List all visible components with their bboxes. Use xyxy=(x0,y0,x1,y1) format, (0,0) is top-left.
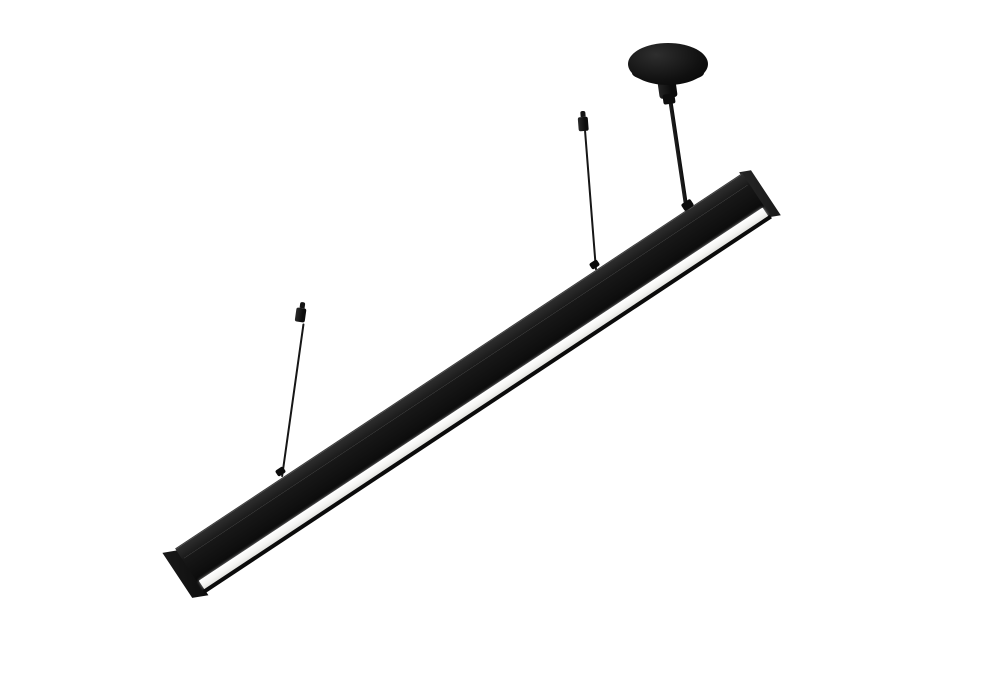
housing-front-face xyxy=(182,184,765,582)
suspension-cable-middle xyxy=(584,130,597,271)
gripper-body xyxy=(577,116,589,132)
linear-light-bar xyxy=(162,170,781,598)
housing-top-face xyxy=(175,173,750,560)
led-diffuser-strip xyxy=(198,207,769,590)
gripper-body xyxy=(294,307,307,323)
housing-bottom-lip xyxy=(202,214,772,594)
ceiling-canopy xyxy=(628,43,708,85)
product-photo xyxy=(40,16,1000,683)
suspension-cable-left xyxy=(281,323,305,478)
cable-gripper-left xyxy=(294,301,308,323)
cable-gripper-middle xyxy=(577,110,589,132)
rod-collar xyxy=(662,93,676,105)
suspension-rod xyxy=(666,91,689,213)
